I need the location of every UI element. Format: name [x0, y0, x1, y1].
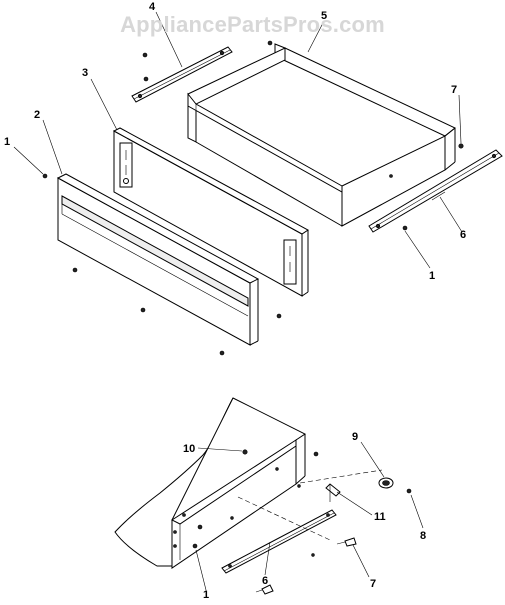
bumper-9 [378, 477, 394, 489]
slide-rail-right [368, 149, 503, 233]
drawer-front-frame [112, 127, 309, 297]
callout-7: 7 [451, 84, 457, 96]
callout-2: 2 [34, 109, 40, 121]
callout-5: 5 [321, 10, 327, 22]
leader-lines-bottom [195, 441, 424, 591]
callout-6: 6 [460, 229, 466, 241]
drawer-box [187, 43, 456, 227]
callout-1: 1 [4, 136, 10, 148]
callout-6-bottom: 6 [262, 575, 268, 587]
callout-1-right: 1 [429, 270, 435, 282]
bottom-screws [192, 449, 412, 557]
watermark: AppliancePartsPros.com [120, 12, 385, 37]
screw-7-bottom [336, 537, 357, 547]
screw-1-right [402, 225, 408, 231]
slide-rail-bottom [221, 509, 337, 574]
rail-screws [142, 40, 273, 82]
range-side-panel [114, 397, 306, 569]
alignment-dashes [237, 469, 383, 541]
screw-1-bottom [255, 584, 274, 595]
callout-8: 8 [420, 530, 426, 542]
drawer-front-panel [56, 173, 260, 346]
callout-4: 4 [149, 1, 156, 13]
callout-7-bottom: 7 [370, 578, 376, 590]
callout-10: 10 [183, 443, 195, 455]
slide-rail-top [131, 46, 233, 103]
leader-lines-top [13, 11, 463, 269]
callout-1-bottom: 1 [203, 589, 209, 600]
callout-3: 3 [82, 67, 88, 79]
bracket-11 [325, 483, 341, 502]
callout-9: 9 [352, 431, 358, 443]
front-panel-screws [42, 173, 282, 356]
callout-11: 11 [374, 511, 386, 523]
screw-7-top [458, 143, 464, 149]
